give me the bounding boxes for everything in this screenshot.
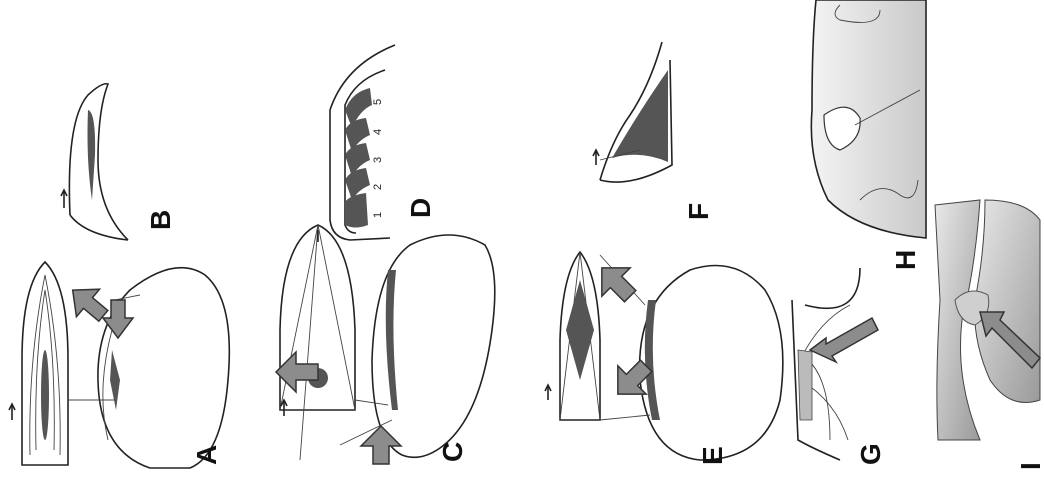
panel-h-label: H xyxy=(890,250,921,270)
panel-f: F xyxy=(593,42,714,220)
panel-a-arrow-2 xyxy=(103,300,133,338)
panel-c-arrow-1 xyxy=(276,352,318,392)
panel-d-number-5: 5 xyxy=(372,99,384,105)
panel-d-number-2: 2 xyxy=(372,184,384,190)
panel-i: I xyxy=(935,200,1044,470)
panel-e-ligament-mark xyxy=(566,280,594,380)
panel-a-shell-outline xyxy=(98,268,229,468)
panel-h: H xyxy=(811,0,926,270)
panel-c-label: C xyxy=(437,442,468,462)
panel-e: E xyxy=(545,252,783,465)
panel-a-ligament-mark xyxy=(41,350,49,440)
panel-g-arrow xyxy=(810,318,878,362)
panel-a-label: A xyxy=(191,445,222,465)
panel-e-label: E xyxy=(697,446,728,465)
panel-c: C xyxy=(276,225,495,464)
panel-d-tooth-1 xyxy=(345,193,368,228)
panel-d-number-1: 1 xyxy=(372,212,384,218)
panel-i-label: I xyxy=(1015,462,1044,470)
panel-d-number-3: 3 xyxy=(372,157,384,163)
panel-g: G xyxy=(792,268,886,465)
panel-d-number-4: 4 xyxy=(372,129,384,135)
panel-b-hinge-mark xyxy=(88,110,96,200)
panel-d: 1 2 3 4 5 D xyxy=(330,45,436,240)
panel-g-label: G xyxy=(855,443,886,465)
panel-b-shell-outline xyxy=(69,84,128,240)
panel-b-label: B xyxy=(145,210,176,230)
panel-e-shell-outline xyxy=(640,266,783,461)
panel-a: A xyxy=(9,262,229,468)
panel-b: B xyxy=(61,84,176,240)
panel-d-label: D xyxy=(405,198,436,218)
panel-f-label: F xyxy=(683,203,714,220)
panel-f-ligament-mark xyxy=(612,70,668,162)
